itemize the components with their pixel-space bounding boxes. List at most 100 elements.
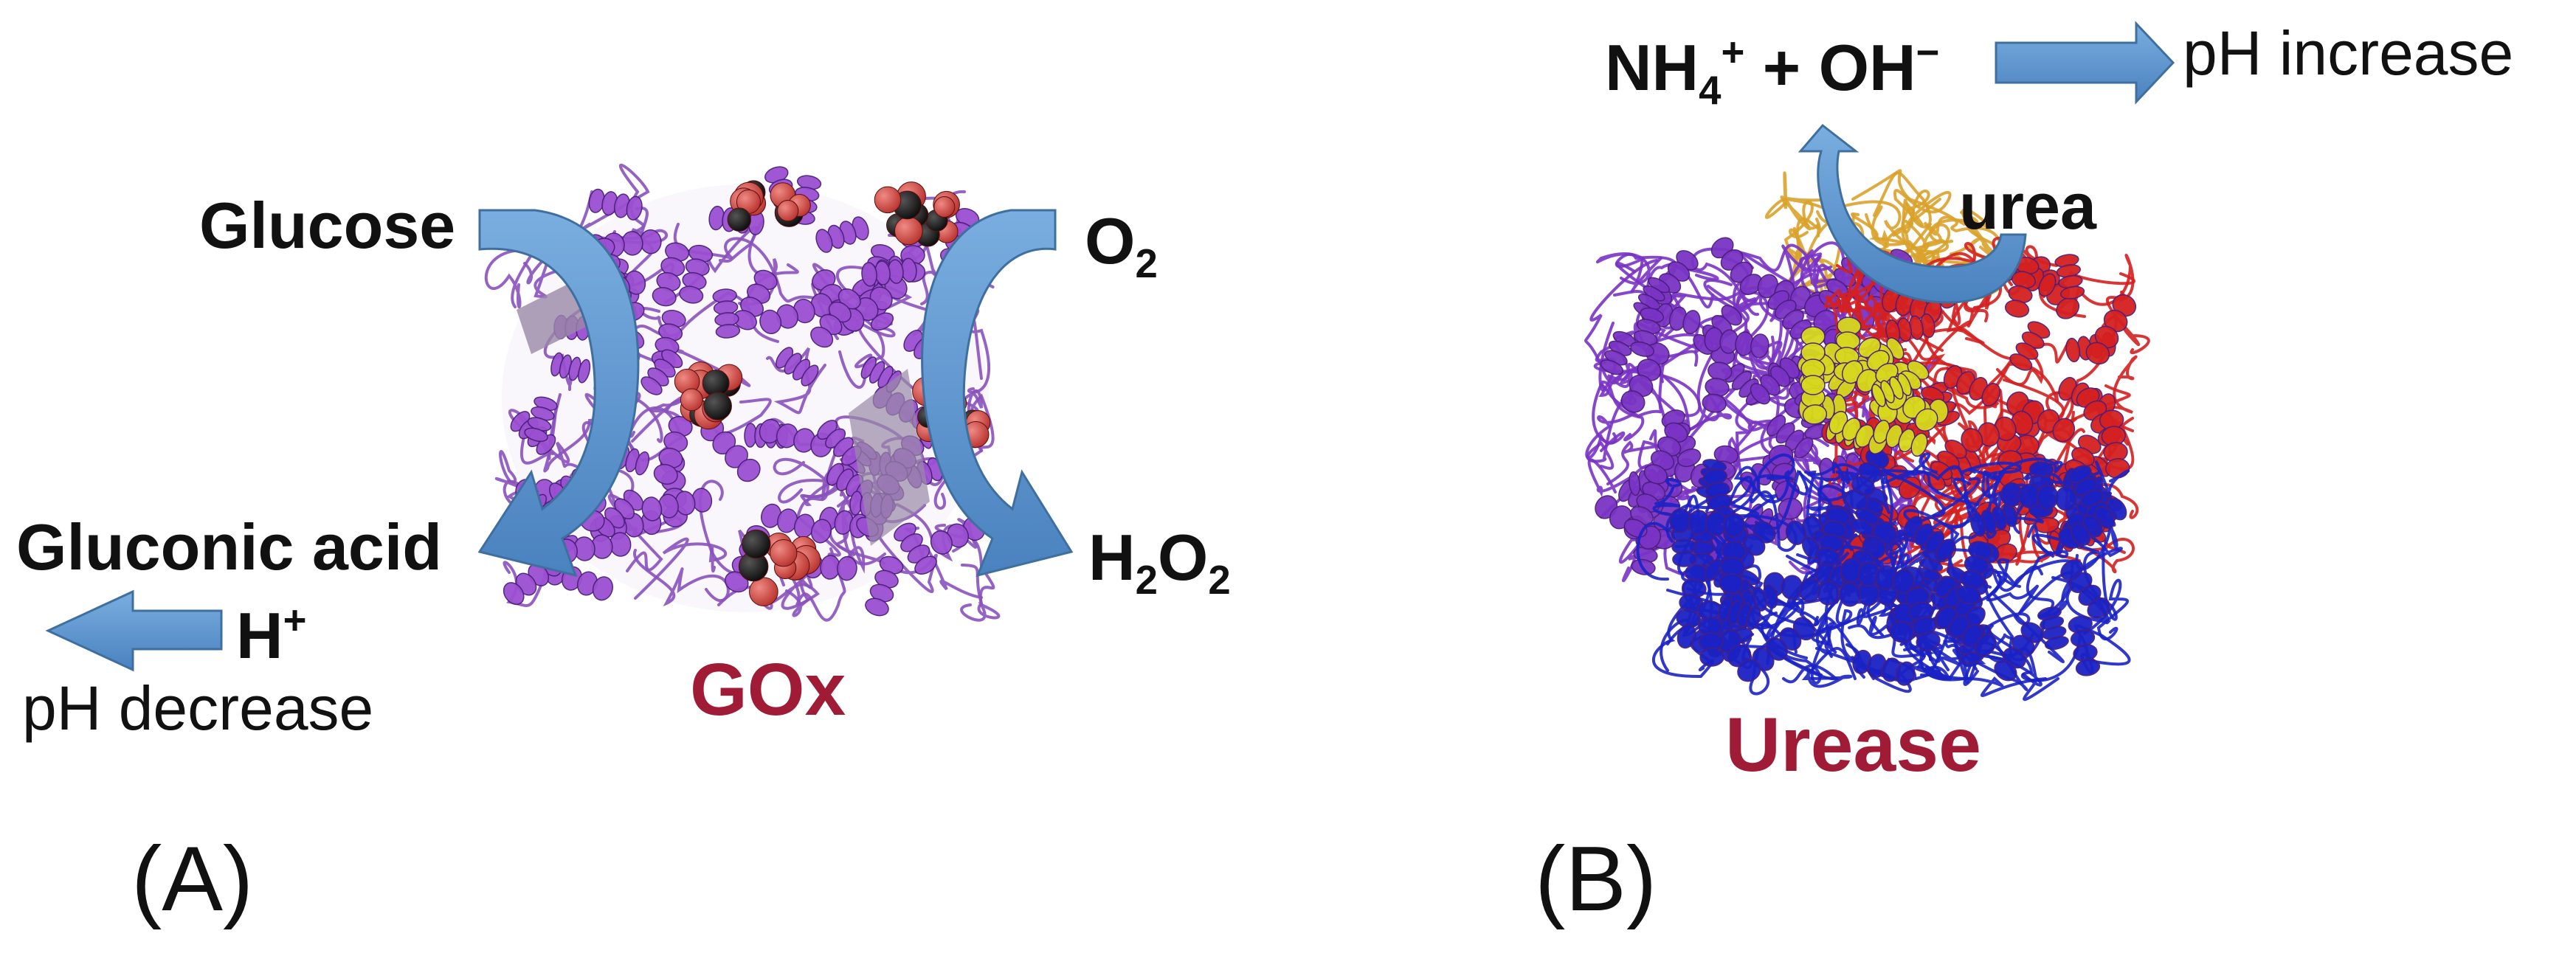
urease-orange-coil: [1764, 197, 1820, 238]
gox-ligand-atom: [770, 539, 798, 567]
gox-helix: [865, 555, 904, 617]
gox-helix: [641, 488, 713, 522]
urease-blue-helix: [1936, 606, 1997, 657]
oxygen-symbol: O: [1085, 204, 1136, 277]
gox-ligand-atom: [933, 195, 956, 218]
urease-blue-coil: [1952, 625, 2028, 691]
urease-red-coil: [1835, 257, 1866, 313]
urease-enzyme-label: Urease: [1725, 702, 1981, 788]
h2o2-o-subscript: 2: [1208, 558, 1231, 603]
gox-ligand-atom: [680, 388, 703, 412]
ph-increase-label: pH increase: [2183, 18, 2514, 88]
gox-ligand-atom: [894, 216, 923, 246]
urease-blue-helix: [1669, 508, 1745, 538]
urease-purple-helix: [1600, 330, 1637, 375]
gox-helix: [588, 188, 643, 221]
urea-curved-arrow-icon: [1798, 123, 2027, 304]
proton-label: H+: [236, 600, 306, 668]
urease-blue-helix: [2071, 497, 2127, 546]
proton-charge: +: [283, 598, 307, 643]
gox-helix: [550, 352, 591, 384]
gox-helix: [733, 269, 778, 330]
urease-blue-coil: [1801, 647, 1857, 688]
gox-ligand-atom: [874, 186, 902, 214]
urease-red-helix: [1943, 364, 2001, 407]
gox-helix: [810, 288, 861, 348]
gox-helix: [679, 244, 714, 304]
urease-blue-coil: [2083, 578, 2129, 641]
urea-label: urea: [1959, 170, 2096, 243]
gox-helix: [894, 522, 937, 575]
urease-purple-helix: [1750, 357, 1800, 405]
ph-decrease-arrow-icon: [45, 589, 223, 672]
oxygen-curved-arrow-icon: [921, 209, 1074, 578]
gox-helix: [640, 349, 683, 395]
urease-purple-coil: [1691, 243, 1810, 316]
glucose-label: Glucose: [199, 189, 456, 262]
hydrogen-peroxide-label: H2O2: [1088, 525, 1231, 600]
gox-helix: [759, 293, 833, 334]
urease-purple-helix: [1710, 237, 1763, 295]
urease-blue-coil: [1652, 478, 1689, 518]
gluconic-acid-label: Gluconic acid: [16, 510, 443, 583]
gox-helix: [653, 415, 693, 485]
gox-helix: [815, 216, 869, 253]
urease-blue-helix: [1840, 558, 1915, 594]
gox-ligand-atom: [727, 207, 751, 232]
panel-a-label: (A): [131, 828, 254, 930]
ammonium-subscript: 4: [1699, 68, 1722, 114]
urease-yellow-helix: [1873, 420, 1928, 457]
gox-coil: [484, 240, 540, 309]
urease-blue-helix: [1970, 502, 2018, 537]
gox-enzyme-label: GOx: [690, 648, 846, 731]
urease-blue-helix: [1905, 587, 1941, 651]
gox-helix: [524, 396, 558, 443]
gox-coil: [957, 518, 995, 606]
glucose-curved-arrow-icon: [477, 209, 640, 578]
urease-blue-helix: [2068, 615, 2101, 676]
urease-purple-helix: [1704, 327, 1769, 358]
urease-blue-helix: [1815, 507, 1851, 566]
gox-helix: [712, 288, 741, 339]
urease-purple-coil: [1769, 244, 1822, 322]
gox-coil: [829, 305, 885, 389]
urease-blue-helix: [1994, 622, 2044, 682]
urease-yellow-helix: [1871, 373, 1912, 407]
gox-coil: [494, 450, 536, 510]
h2o2-o: O: [1157, 521, 1209, 594]
gox-helix: [652, 242, 690, 307]
urease-red-helix: [1885, 313, 1936, 344]
ph-increase-arrow-icon: [1995, 21, 2175, 105]
urease-yellow-helix: [1800, 326, 1826, 395]
urease-red-helix: [1961, 410, 2034, 453]
gox-ligand-atom: [777, 200, 799, 222]
urease-red-helix: [2099, 409, 2130, 479]
urease-orange-coil: [1827, 200, 1950, 277]
urease-purple-coil: [1598, 322, 1645, 442]
urease-blue-helix: [1676, 564, 1710, 628]
urease-blue-coil: [1869, 615, 1936, 658]
urease-red-helix: [2054, 254, 2085, 299]
urease-orange-coil: [1865, 205, 1910, 248]
urease-blue-coil: [1882, 465, 1982, 573]
urease-purple-helix: [1620, 342, 1670, 413]
urease-red-coil: [2106, 291, 2150, 355]
gox-coil: [598, 466, 663, 572]
urease-purple-coil: [1595, 252, 1662, 293]
ph-decrease-label: pH decrease: [22, 673, 374, 743]
hydroxide-symbol: + OH: [1744, 31, 1916, 104]
hydroxide-charge: −: [1916, 30, 1940, 75]
gox-coil: [634, 537, 728, 600]
gox-helix: [594, 489, 644, 538]
ammonium-symbol: NH: [1605, 31, 1699, 104]
gox-helix: [861, 257, 917, 287]
ammonium-hydroxide-label: NH4+ + OH−: [1605, 32, 1939, 110]
gox-coil: [581, 164, 650, 235]
urease-blue-helix: [1903, 516, 1955, 561]
ammonium-charge: +: [1721, 30, 1745, 75]
oxygen-subscript: 2: [1135, 241, 1158, 287]
urease-orange-coil: [1873, 171, 1932, 234]
urease-blue-helix: [1844, 448, 1890, 510]
